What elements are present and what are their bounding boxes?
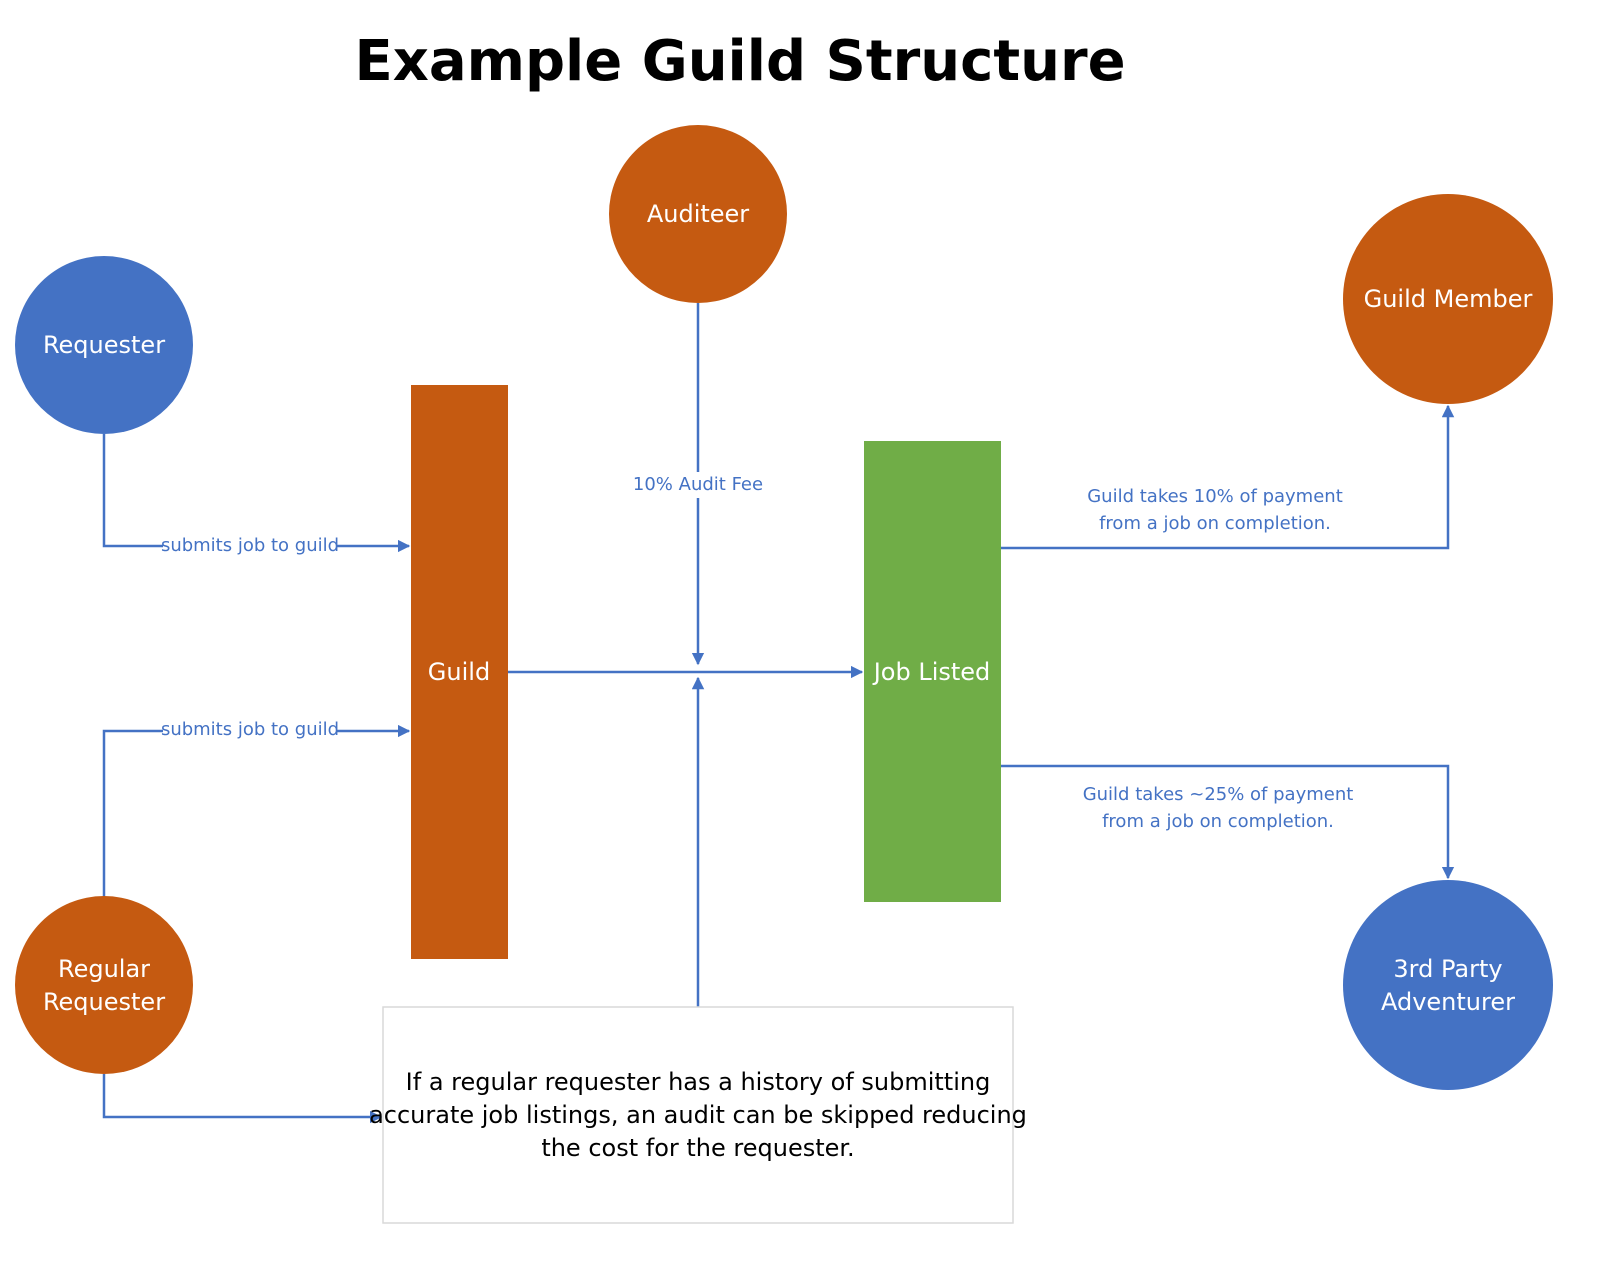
node-guild-member-label: Guild Member [1364, 285, 1533, 313]
node-third-party-adventurer: 3rd Party Adventurer [1343, 880, 1553, 1090]
node-third-party-adventurer-label-line1: 3rd Party [1393, 955, 1502, 983]
node-guild-member: Guild Member [1343, 194, 1553, 404]
node-requester: Requester [15, 256, 193, 434]
connector-job-to-guild-member [1001, 404, 1455, 550]
note-box: If a regular requester has a history of … [369, 1006, 1027, 1224]
node-guild-label: Guild [428, 658, 490, 686]
connector-job-to-adventurer [1001, 764, 1455, 880]
edge-label-adventurer-cut-line2: from a job on completion. [1102, 811, 1334, 832]
note-text-line3: the cost for the requester. [541, 1134, 854, 1162]
node-requester-label: Requester [43, 331, 165, 359]
edge-label-regular-requester-submits: submits job to guild [161, 719, 339, 740]
diagram-title: Example Guild Structure [354, 29, 1125, 94]
node-auditeer: Auditeer [609, 125, 787, 303]
edge-label-adventurer-cut-line1: Guild takes ~25% of payment [1083, 784, 1354, 805]
node-job-listed: Job Listed [864, 441, 1001, 902]
connector-regular-requester-to-guild [102, 724, 411, 897]
edge-label-guild-member-cut-line1: Guild takes 10% of payment [1087, 486, 1343, 507]
note-text-line2: accurate job listings, an audit can be s… [369, 1101, 1027, 1129]
note-text-line1: If a regular requester has a history of … [406, 1068, 991, 1096]
connector-requester-to-guild [102, 434, 411, 553]
edge-label-guild-member-cut-line2: from a job on completion. [1099, 513, 1331, 534]
connector-regular-requester-to-note [102, 1074, 383, 1124]
node-job-listed-label: Job Listed [872, 658, 991, 686]
edge-label-requester-submits: submits job to guild [161, 535, 339, 556]
node-guild: Guild [411, 385, 508, 959]
node-regular-requester-label-line2: Requester [43, 988, 165, 1016]
edge-label-audit-fee: 10% Audit Fee [633, 474, 763, 495]
node-regular-requester-label-line1: Regular [58, 955, 150, 983]
node-third-party-adventurer-label-line2: Adventurer [1381, 988, 1515, 1016]
node-regular-requester: Regular Requester [15, 896, 193, 1074]
node-auditeer-label: Auditeer [647, 200, 749, 228]
